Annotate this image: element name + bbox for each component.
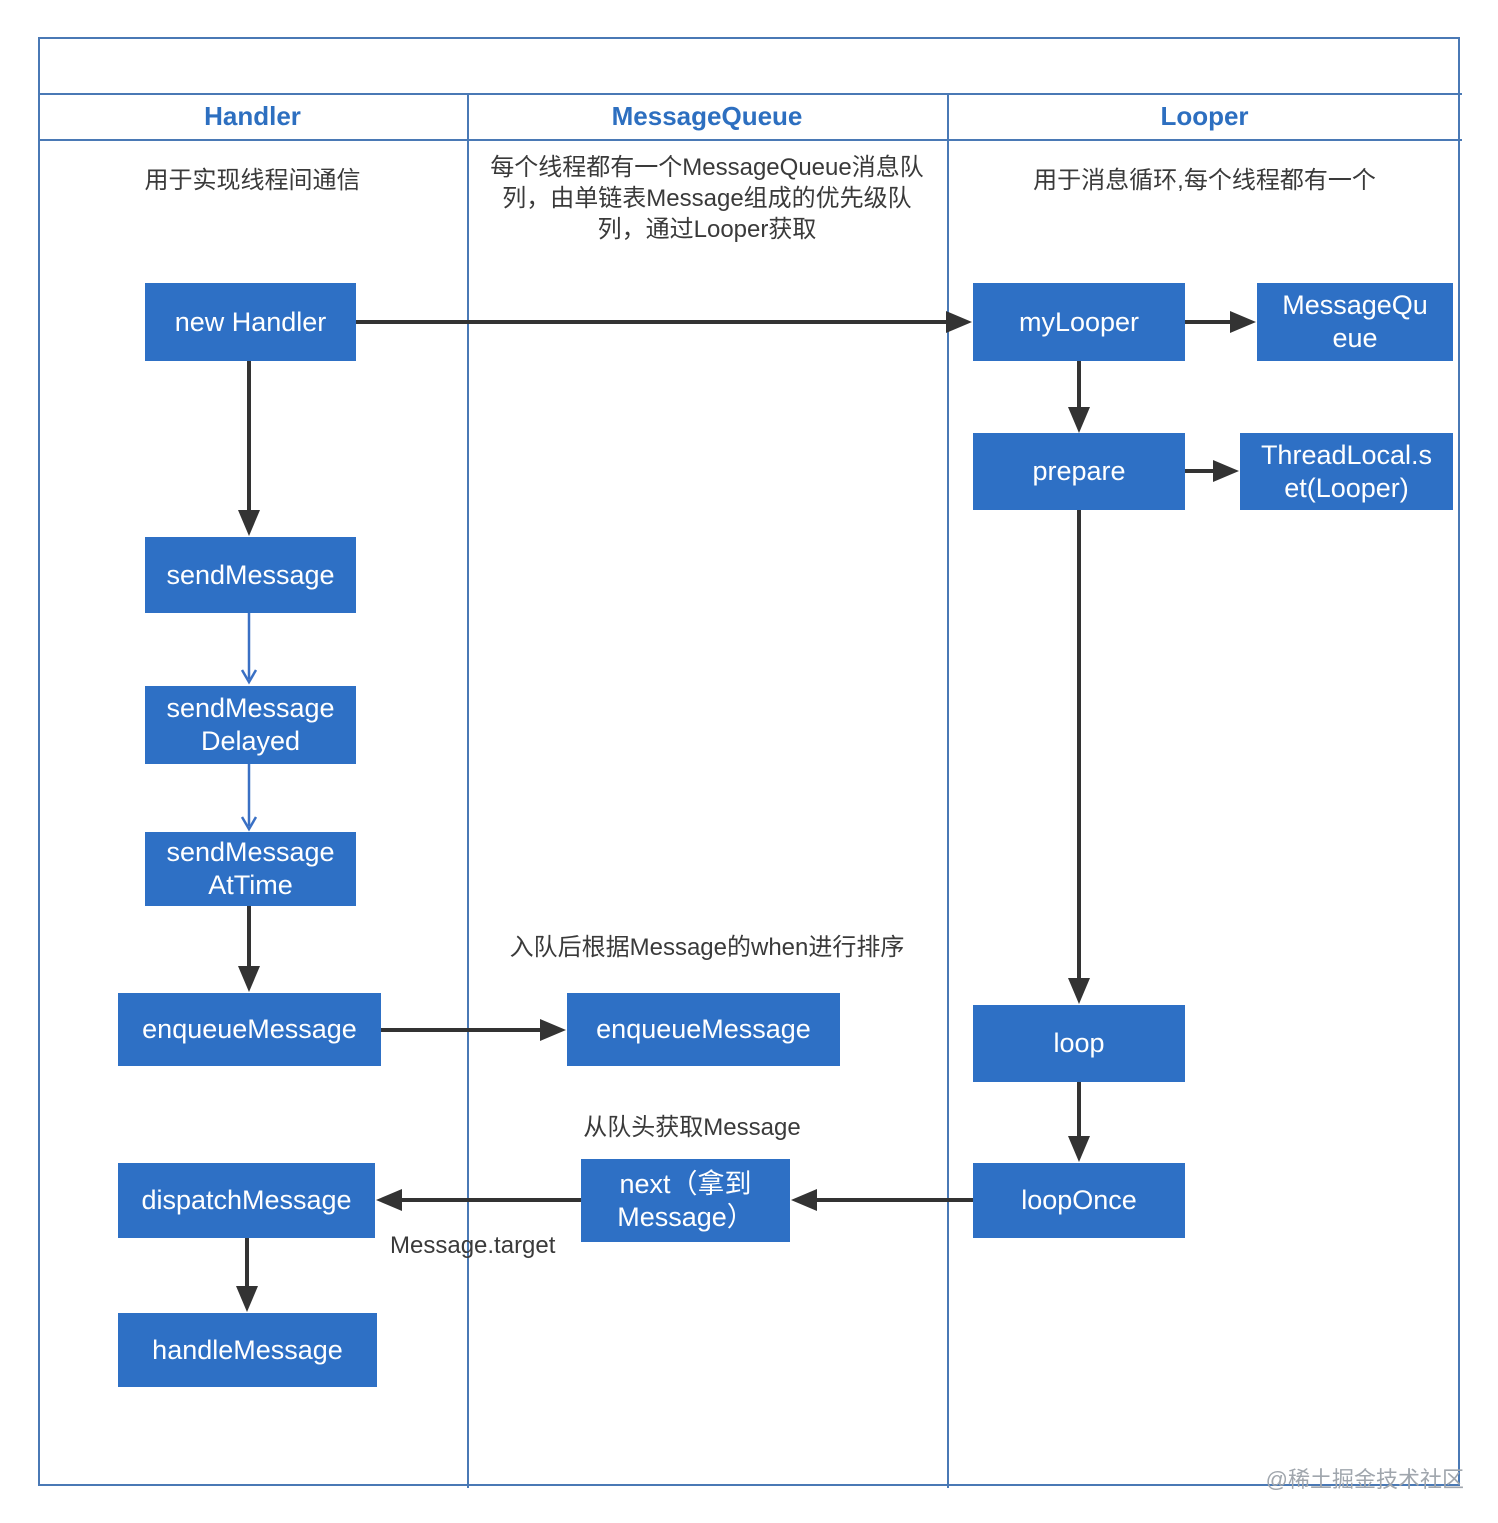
node-handle-message: handleMessage	[118, 1313, 377, 1387]
table-outer-border	[38, 37, 1460, 1486]
table-top-row-divider	[38, 93, 1462, 95]
looper-description: 用于消息循环,每个线程都有一个	[1033, 167, 1376, 194]
annotation-dequeue-note: 从队头获取Message	[583, 1114, 801, 1141]
node-loop-once: loopOnce	[973, 1163, 1185, 1238]
node-dispatch-message: dispatchMessage	[118, 1163, 375, 1238]
juejin-watermark: @稀土掘金技术社区	[1265, 1467, 1464, 1492]
node-send-message-at-time: sendMessage AtTime	[145, 832, 356, 906]
column-header-looper: Looper	[1160, 100, 1249, 131]
node-new-handler: new Handler	[145, 283, 356, 361]
column-header-handler: Handler	[204, 100, 301, 131]
column-divider-1	[467, 93, 469, 1488]
node-send-message-delayed: sendMessage Delayed	[145, 686, 356, 764]
node-my-looper: myLooper	[973, 283, 1185, 361]
annotation-message-target: Message.target	[390, 1232, 556, 1259]
messagequeue-description: 每个线程都有一个MessageQueue消息队 列，由单链表Message组成的…	[490, 154, 924, 243]
node-enqueue-message-queue: enqueueMessage	[567, 993, 840, 1066]
node-enqueue-message-handler: enqueueMessage	[118, 993, 381, 1066]
node-send-message: sendMessage	[145, 537, 356, 613]
column-header-messagequeue: MessageQueue	[611, 100, 803, 131]
annotation-enqueue-order: 入队后根据Message的when进行排序	[509, 934, 905, 961]
node-prepare: prepare	[973, 433, 1185, 510]
node-next-message: next（拿到 Message）	[581, 1159, 790, 1242]
column-divider-2	[947, 93, 949, 1488]
table-header-divider	[38, 139, 1462, 141]
handler-description: 用于实现线程间通信	[144, 167, 361, 194]
node-message-queue: MessageQu eue	[1257, 283, 1453, 361]
node-thread-local-set: ThreadLocal.s et(Looper)	[1240, 433, 1453, 510]
node-loop: loop	[973, 1005, 1185, 1082]
